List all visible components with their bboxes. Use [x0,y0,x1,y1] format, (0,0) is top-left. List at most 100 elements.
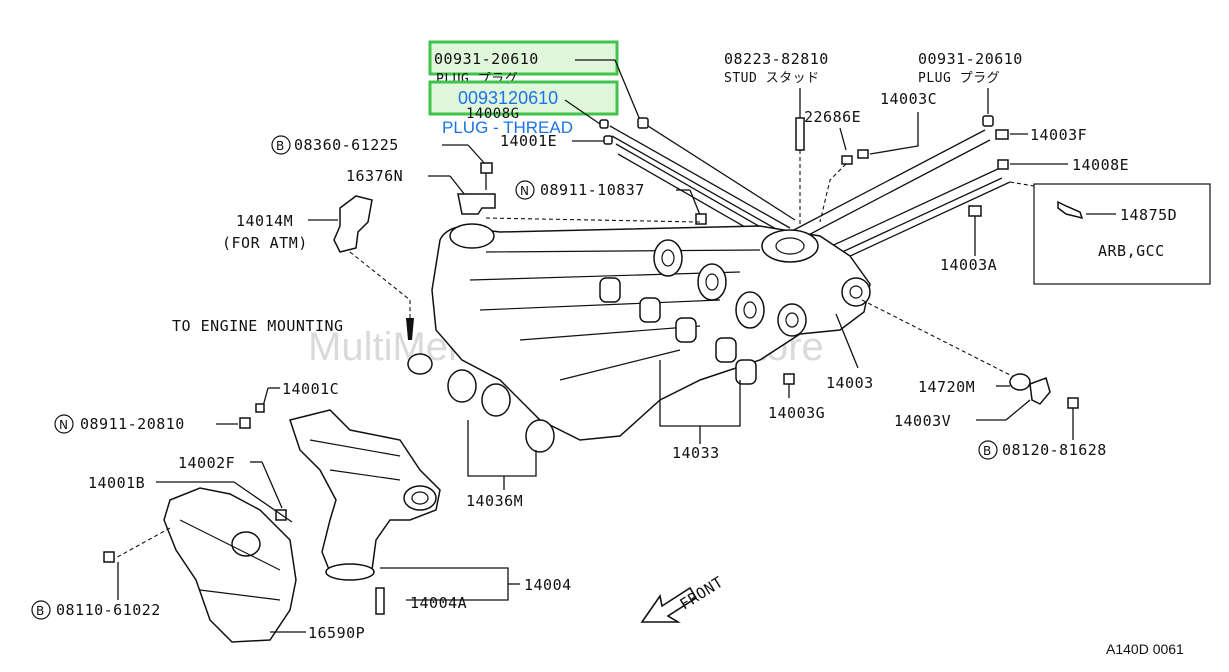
leader-line [839,127,847,151]
bolt-icon [1057,200,1084,220]
fitting-icon [857,149,869,159]
bracket-icon [457,193,496,215]
part-label-08911-20810[interactable]: 08911-20810 [80,415,185,433]
part-label-14004a[interactable]: 14004A [410,594,467,612]
nut-callout-08911-20810[interactable]: N 08911-20810 [54,414,238,434]
heat-shield-16590p[interactable] [163,487,297,643]
leader-line [564,99,601,125]
variant-box-arb-gcc[interactable]: 14875D ARB,GCC [1033,183,1211,285]
highlighted-part-description: PLUG - THREAD [442,118,573,137]
fitting-icon [995,129,1009,140]
part-desc-stud: STUD スタッド [724,71,820,86]
highlight-box-lower[interactable] [428,80,619,116]
leader-line [449,175,466,196]
part-label-14001b[interactable]: 14001B [88,474,145,492]
dashed-guide [349,251,411,318]
front-label: FRONT [677,573,727,614]
part-label-08911-10837[interactable]: 08911-10837 [540,181,645,199]
mounting-bracket-icon [333,195,373,253]
diagram-code: A140D 0061 [1106,641,1184,657]
plug-callout-right[interactable]: 00931-20610 PLUG プラグ [918,50,1023,114]
bolt-icon [480,162,493,190]
part-label-00931-20610-right[interactable]: 00931-20610 [918,50,1023,68]
leader-line [1005,399,1031,421]
part-label-14033[interactable]: 14033 [672,444,720,462]
highlight-box-upper[interactable] [428,40,619,76]
leader-line [467,144,487,166]
fitting-icon [783,373,795,385]
dashed-guide [485,217,701,223]
leader-line [689,189,701,216]
variant-box [1033,183,1211,285]
plug-callout-highlight[interactable]: 0093120610 14008G PLUG - THREAD [428,80,619,137]
svg-text:B: B [36,604,44,618]
dashed-guide [111,527,171,561]
highlighted-part-number[interactable]: 0093120610 [458,88,558,108]
dashed-guide [819,163,847,223]
part-label-14003f[interactable]: 14003F [1030,126,1087,144]
bracket-line [467,420,537,477]
exhaust-manifold-14004[interactable] [289,409,441,581]
bolt-callout-08360[interactable]: B 08360-61225 [271,135,487,166]
part-label-08223-82810[interactable]: 08223-82810 [724,50,829,68]
svg-text:N: N [520,184,529,198]
stud-icon [795,117,805,151]
leader-line [835,313,859,369]
nut-callout-08911-10837[interactable]: N 08911-10837 [515,180,701,216]
leader-line [614,59,641,121]
svg-text:N: N [59,418,68,432]
intake-manifold-14033[interactable] [431,223,871,441]
part-label-14003a[interactable]: 14003A [940,256,997,274]
bolt-badge-icon [978,440,998,460]
svg-text:B: B [983,444,991,458]
part-label-14008e[interactable]: 14008E [1072,156,1129,174]
part-label-14036m[interactable]: 14036M [466,492,523,510]
note-to-engine-mounting: TO ENGINE MOUNTING [172,317,344,335]
nut-badge-icon [515,180,535,200]
bolt-badge-icon [31,600,51,620]
part-label-00931-20610[interactable]: 00931-20610 [434,50,539,68]
stud-icon [375,587,385,615]
variant-note-arb-gcc: ARB,GCC [1098,242,1165,260]
part-label-14001c[interactable]: 14001C [282,380,339,398]
bolt-callout-08120[interactable]: B 08120-81628 [978,440,1107,460]
part-label-08120-81628[interactable]: 08120-81628 [1002,441,1107,459]
part-label-08110-61022[interactable]: 08110-61022 [56,601,161,619]
plug-icon [997,159,1009,170]
sensor-icon [841,155,853,165]
part-label-14003c[interactable]: 14003C [880,90,937,108]
stud-callout-08223-82810[interactable]: 08223-82810 STUD スタッド [724,50,829,118]
bolt-icon [1067,397,1079,409]
fitting-icon [968,205,982,217]
bolt-badge-icon [271,135,291,155]
part-label-14003g[interactable]: 14003G [768,404,825,422]
leader-line [869,112,919,155]
note-for-atm: (FOR ATM) [222,234,308,252]
arrow-down-icon [406,318,414,340]
part-label-22686e[interactable]: 22686E [804,108,861,126]
dashed-guide [861,299,1021,381]
part-label-16590p[interactable]: 16590P [308,624,365,642]
part-label-14003[interactable]: 14003 [826,374,874,392]
valve-icon [1029,377,1051,405]
bolt-callout-08110[interactable]: B 08110-61022 [31,600,161,620]
dashed-guide [1009,181,1035,187]
plug-icon [982,115,994,127]
part-label-14001e[interactable]: 14001E [500,132,557,150]
leader-line [233,481,293,523]
part-label-14014m[interactable]: 14014M [236,212,293,230]
intake-gasket-14036m[interactable] [407,277,757,453]
part-label-08360-61225[interactable]: 08360-61225 [294,136,399,154]
part-label-14002f[interactable]: 14002F [178,454,235,472]
part-label-14003v[interactable]: 14003V [894,412,951,430]
part-label-14875d[interactable]: 14875D [1120,206,1177,224]
part-label-14004[interactable]: 14004 [524,576,572,594]
part-label-14008g[interactable]: 14008G [466,106,520,122]
part-label-16376n[interactable]: 16376N [346,167,403,185]
nut-icon [239,417,251,429]
bolt-icon [103,551,115,563]
part-label-14720m[interactable]: 14720M [918,378,975,396]
svg-text:B: B [276,139,284,153]
